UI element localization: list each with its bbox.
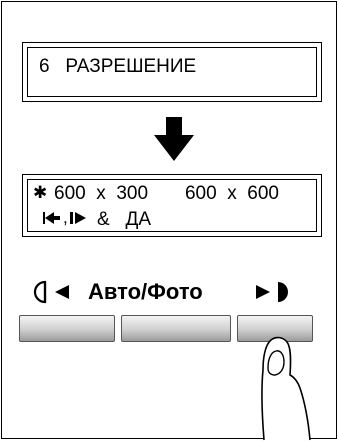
mode-label: Авто/Фото: [88, 279, 203, 304]
darker-arrow-icon: [256, 282, 288, 302]
comma-separator: ,: [63, 208, 68, 227]
lcd-display-resolution: ✱ 600 x 300 600 x 600 , & ДА: [22, 174, 322, 237]
lcd-display-menu: 6 РАЗРЕШЕНИЕ: [22, 42, 322, 102]
arrow-right-from-bar-icon: [70, 212, 86, 224]
menu-item-resolution: 6 РАЗРЕШЕНИЕ: [39, 56, 197, 77]
selection-star-icon: ✱: [33, 183, 48, 202]
lcd-display-inner: [27, 179, 317, 232]
lighter-button[interactable]: [19, 315, 115, 342]
resolution-options: 600 x 300 600 x 600: [54, 183, 279, 204]
lighter-arrow-icon: [33, 280, 69, 304]
pointing-finger-icon: [261, 336, 311, 441]
arrow-left-to-bar-icon: [43, 212, 60, 224]
arrow-down-icon: [154, 117, 194, 161]
confirm-text: & ДА: [97, 209, 152, 230]
auto-photo-button[interactable]: [121, 315, 231, 342]
lcd-display-inner: [27, 47, 317, 97]
